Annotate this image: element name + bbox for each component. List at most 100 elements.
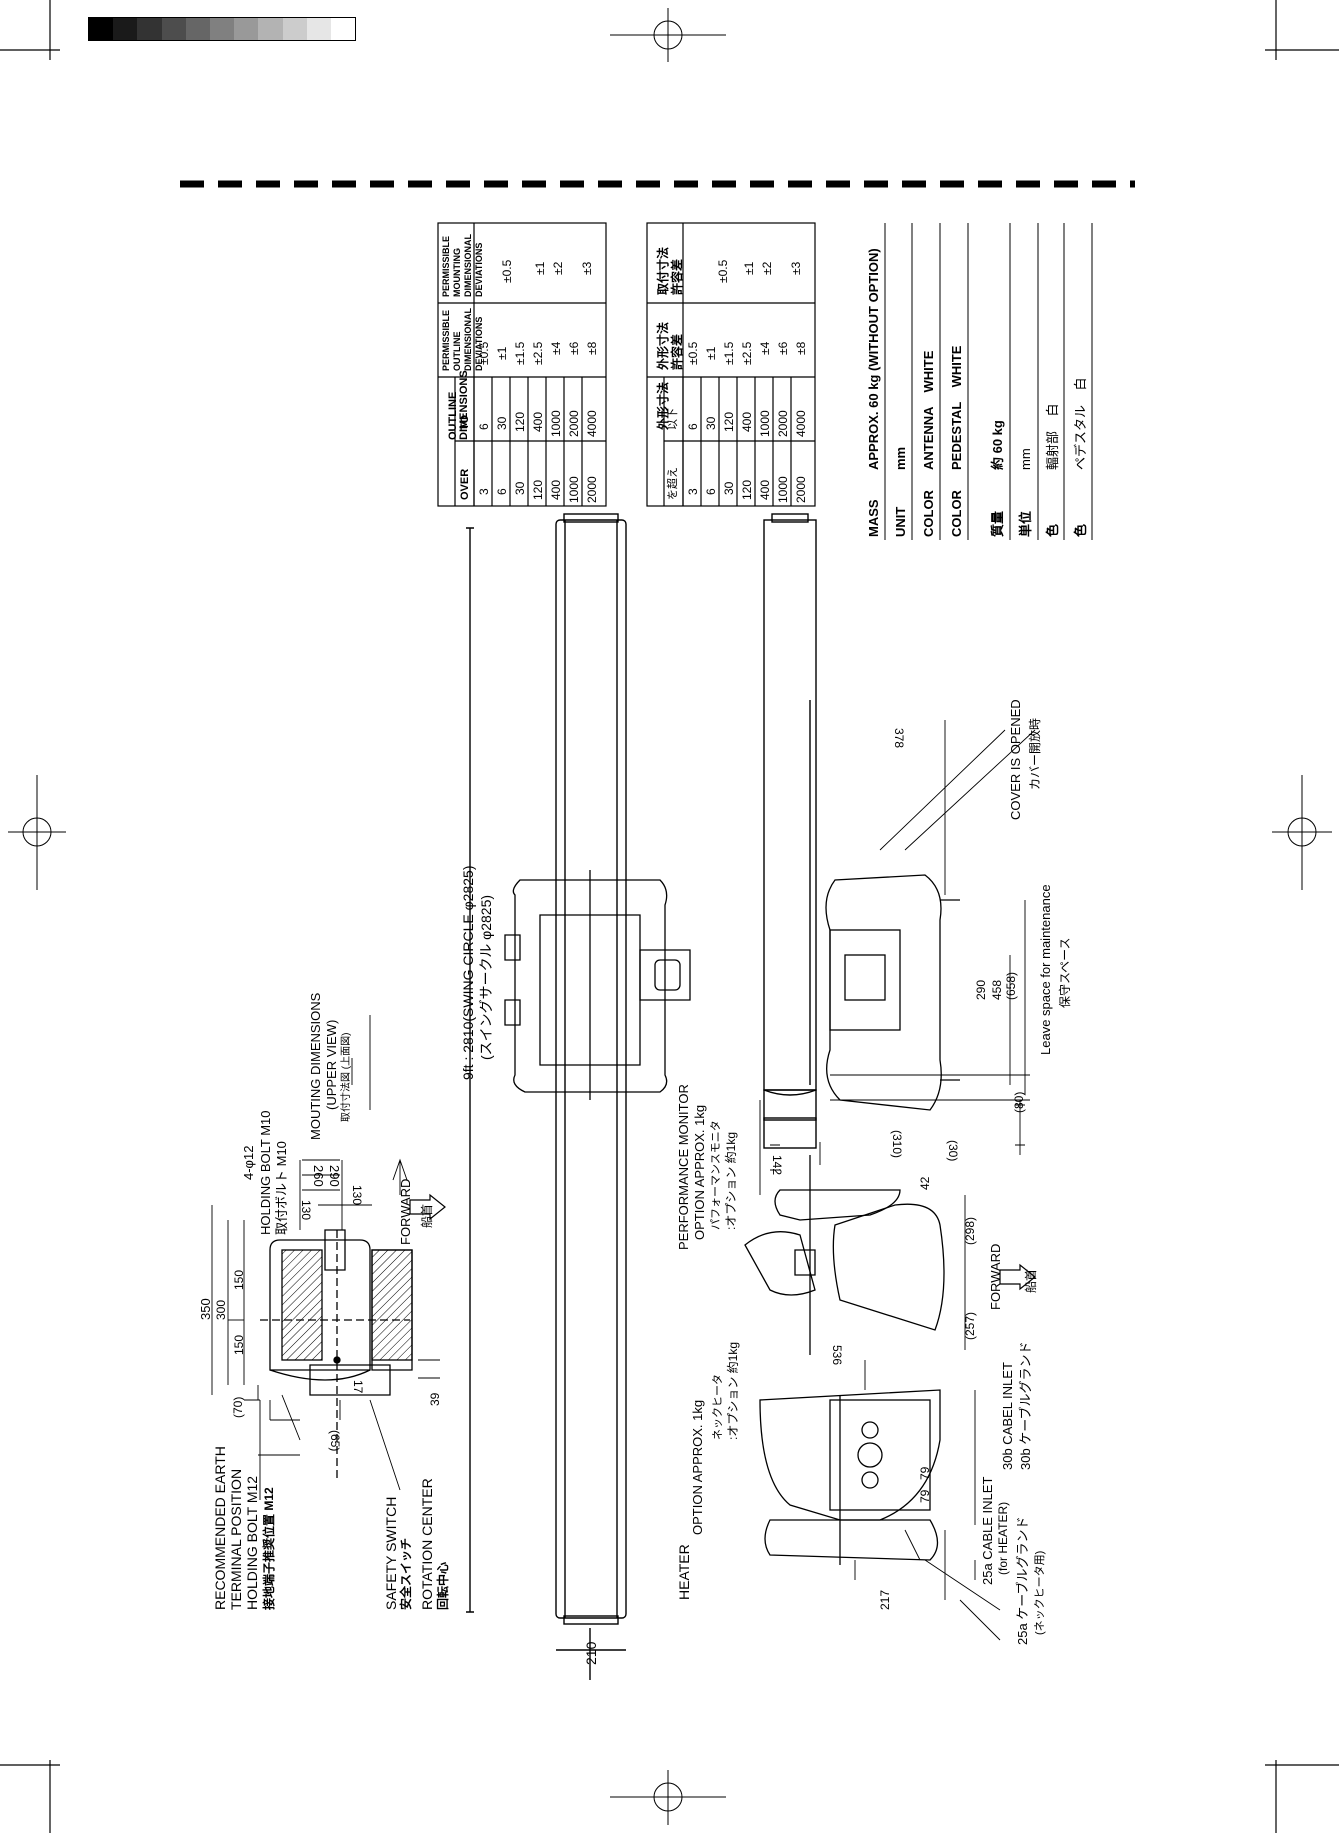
table-cell: 120 bbox=[531, 479, 545, 500]
dim-142: 142 bbox=[770, 1155, 784, 1176]
cable-25a: 25a CABLE INLET bbox=[980, 1476, 995, 1585]
pedestal-rear-view bbox=[759, 1389, 941, 1565]
heater-option: OPTION APPROX. 1kg bbox=[690, 1399, 705, 1535]
table-cell: ±3 bbox=[789, 261, 803, 275]
table-en-header-outline: OUTLINE DIMENSIONS bbox=[447, 370, 470, 440]
table-cell: ±8 bbox=[585, 341, 599, 355]
table-cell: 6 bbox=[704, 488, 718, 495]
dim-79b: 79 bbox=[918, 1466, 932, 1480]
cover-opened: COVER IS OPENED bbox=[1008, 699, 1023, 820]
dim-17: 17 bbox=[351, 1380, 365, 1394]
table-cell: ±0.5 bbox=[477, 341, 491, 365]
earth-label-jp: 接地端子推奨位置 M12 bbox=[262, 1487, 276, 1610]
table-cell: 30 bbox=[513, 481, 527, 495]
table-cell: 1000 bbox=[567, 476, 581, 503]
earth-label-3: HOLDING BOLT M12 bbox=[244, 1475, 260, 1610]
spec-label-mass: MASS bbox=[866, 499, 881, 537]
table-cell: ±1 bbox=[742, 261, 756, 275]
table-jp-header-outline-dev: 外形寸法 許容差 bbox=[656, 321, 684, 370]
registration-mark-right bbox=[1272, 775, 1332, 890]
table-en-header-mount-dev: PERMISSIBLE MOUNTING DIMENSIONAL DEVIATI… bbox=[441, 234, 484, 297]
dim-150b: 150 bbox=[232, 1334, 246, 1355]
dim-350: 350 bbox=[198, 1298, 213, 1320]
spec-label-color-pedestal: COLOR bbox=[949, 490, 964, 537]
mounting-dims bbox=[211, 1015, 440, 1500]
table-cell: 4000 bbox=[794, 410, 808, 437]
table-cell: 1000 bbox=[758, 410, 772, 437]
table-cell: ±4 bbox=[549, 341, 563, 355]
dim-150a: 150 bbox=[232, 1269, 246, 1290]
registration-mark-bottom bbox=[610, 1770, 726, 1825]
registration-mark-top bbox=[610, 8, 726, 62]
dim-290: 290 bbox=[974, 979, 988, 1000]
gray-swatch bbox=[330, 18, 356, 40]
leave-space-jp: 保守スペース bbox=[1058, 937, 1072, 1008]
dim-310: (310) bbox=[890, 1130, 904, 1159]
table-cell: ±2 bbox=[551, 261, 565, 275]
table-en-header-over: OVER bbox=[459, 468, 471, 500]
table-cell: 3 bbox=[477, 488, 491, 495]
cable-25a-jp: 25a ケーブルグランド bbox=[1015, 1516, 1030, 1645]
table-cell: ±0.5 bbox=[500, 259, 514, 283]
dim-458: 458 bbox=[990, 979, 1004, 1000]
dim-65: (65) bbox=[328, 1430, 342, 1452]
pedestal-side-view bbox=[825, 874, 960, 1111]
table-cell: 1000 bbox=[549, 410, 563, 437]
dim-217: 217 bbox=[878, 1589, 892, 1610]
forward-label-jp: 船首 bbox=[1024, 1268, 1038, 1293]
mounting-forward-jp: 船首 bbox=[420, 1203, 434, 1228]
side-view-dims bbox=[819, 720, 1036, 1165]
dim-378: 378 bbox=[892, 728, 906, 749]
table-cell: 2000 bbox=[585, 476, 599, 503]
spec-value-color-pedestal: PEDESTAL WHITE bbox=[949, 345, 964, 470]
dim-80: (80) bbox=[1012, 1091, 1026, 1113]
spec-value-color-jp1: 輻射部 白 bbox=[1045, 403, 1060, 470]
table-cell: ±1 bbox=[704, 346, 718, 360]
table-cell: 6 bbox=[477, 423, 491, 430]
dim-79a: 79 bbox=[918, 1489, 932, 1503]
table-cell: 30 bbox=[704, 416, 718, 430]
table-en-grid bbox=[437, 222, 607, 507]
spec-value-color-jp2: ペデスタル 白 bbox=[1073, 377, 1088, 470]
perf-option: OPTION APPROX. 1kg bbox=[692, 1104, 707, 1240]
spec-label-unit: UNIT bbox=[893, 506, 908, 537]
heater-label: HEATER bbox=[676, 1544, 692, 1600]
spec-value-mass-jp: 約 60 kg bbox=[990, 420, 1005, 470]
spec-label-color-jp1: 色 bbox=[1045, 523, 1060, 537]
dim-39: 39 bbox=[428, 1392, 442, 1406]
cable-30b-jp: 30b ケーブルグランド bbox=[1018, 1341, 1033, 1470]
pedestal-front-view bbox=[744, 1155, 945, 1355]
dim-658: (658) bbox=[1004, 971, 1018, 1000]
spec-label-color-jp2: 色 bbox=[1073, 523, 1088, 537]
table-cell: 400 bbox=[531, 411, 545, 432]
rotation-label: ROTATION CENTER bbox=[419, 1478, 435, 1610]
heater-jp2: :オプション 約1kg bbox=[726, 1341, 740, 1440]
dim-290-mount: 290 bbox=[327, 1165, 342, 1187]
gray-swatch bbox=[161, 18, 186, 40]
table-cell: 400 bbox=[758, 479, 772, 500]
front-rear-dims bbox=[759, 1100, 1001, 1641]
table-jp-grid bbox=[646, 222, 816, 507]
dim-42: 42 bbox=[918, 1176, 932, 1190]
safety-label: SAFETY SWITCH bbox=[383, 1496, 399, 1610]
table-cell: ±1.5 bbox=[722, 341, 736, 365]
forward-arrows bbox=[409, 1193, 1036, 1291]
dim-130b: 130 bbox=[350, 1185, 364, 1206]
dim-130a: 130 bbox=[299, 1200, 313, 1221]
cable-30b: 30b CABEL INLET bbox=[1000, 1362, 1015, 1470]
table-cell: ±1 bbox=[533, 261, 547, 275]
spec-label-mass-jp: 質量 bbox=[990, 510, 1005, 537]
gray-swatch bbox=[282, 18, 307, 40]
spec-underlines bbox=[884, 223, 1093, 540]
table-cell: 400 bbox=[740, 411, 754, 432]
safety-label-jp: 安全スイッチ bbox=[399, 1537, 413, 1610]
table-cell: ±1.5 bbox=[513, 341, 527, 365]
dim-257: (257) bbox=[963, 1311, 977, 1340]
table-cell: ±2.5 bbox=[740, 341, 754, 365]
spec-value-color-antenna: ANTENNA WHITE bbox=[921, 350, 936, 470]
pedestal-top-view bbox=[504, 870, 691, 1100]
perf-jp: パフォーマンスモニタ bbox=[710, 1120, 722, 1230]
table-en-header-to: TO bbox=[459, 414, 471, 430]
table-cell: ±0.5 bbox=[716, 259, 730, 283]
mounting-bolt: 4-φ12 bbox=[241, 1145, 256, 1180]
